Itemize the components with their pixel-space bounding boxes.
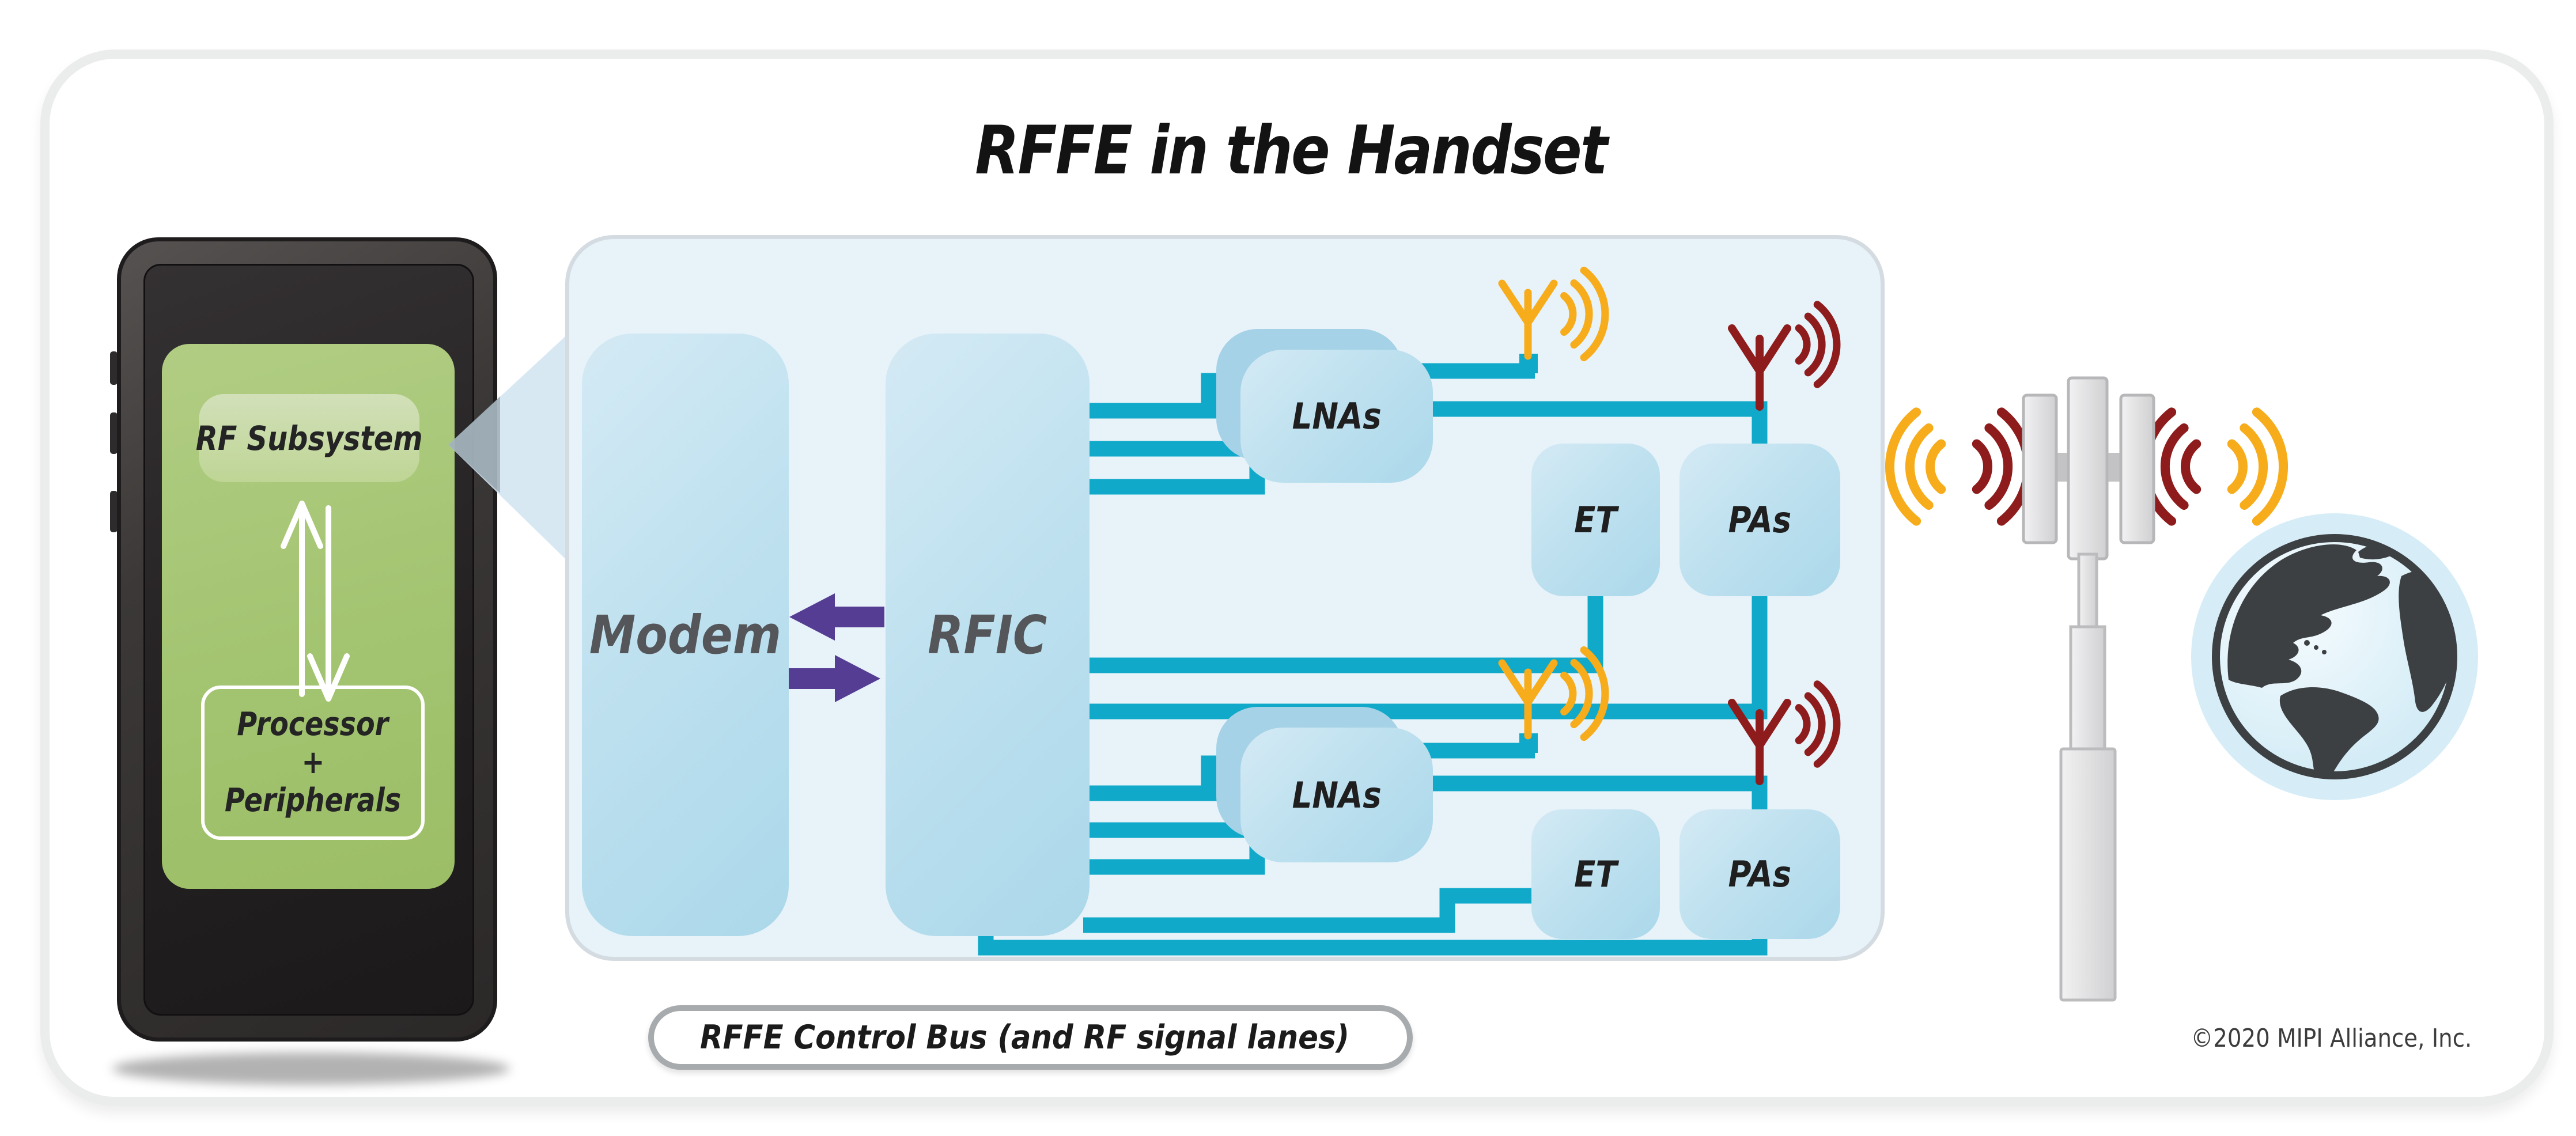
pas-bottom-label: PAs (1728, 853, 1792, 895)
et-top-label: ET (1574, 499, 1617, 541)
peripherals-label: Peripherals (224, 782, 402, 819)
plus-label: + (301, 744, 324, 781)
modem-block: Modem (582, 334, 789, 936)
page-title-text: RFFE in the Handset (975, 111, 1608, 190)
phone-volume-button-2 (110, 412, 118, 454)
legend-label: RFFE Control Bus (and RF signal lanes) (700, 1018, 1349, 1057)
et-bottom-label: ET (1574, 853, 1617, 895)
phone-shadow (112, 1052, 510, 1085)
yellow-antenna-icon (1498, 279, 1558, 740)
rf-subsystem-block: RF Subsystem (196, 394, 422, 482)
et-bottom-block: ET (1531, 809, 1660, 939)
red-antenna-icon (1728, 324, 1791, 785)
yellow-signal-waves-icon (1560, 266, 1609, 741)
pas-bottom-block: PAs (1679, 809, 1840, 939)
bidirectional-arrows-icon (281, 501, 350, 702)
lnas-top-label: LNAs (1292, 395, 1382, 437)
callout-tail (448, 316, 588, 581)
lnas-bottom-label: LNAs (1292, 774, 1382, 816)
processor-label: Processor (237, 706, 389, 743)
globe-icon (2191, 513, 2478, 800)
rfic-label: RFIC (928, 604, 1047, 666)
red-signal-waves-icon (1795, 301, 1841, 768)
page-title: RFFE in the Handset (899, 111, 1682, 190)
legend: RFFE Control Bus (and RF signal lanes) (648, 1005, 1413, 1070)
copyright-notice: ©2020 MIPI Alliance, Inc. (1901, 1021, 2472, 1055)
cell-tower-icon (2022, 376, 2155, 1002)
phone-volume-button-1 (110, 351, 118, 385)
lnas-bottom-block: LNAs (1240, 728, 1433, 862)
lnas-top-block: LNAs (1240, 350, 1433, 483)
et-top-block: ET (1531, 444, 1660, 596)
rf-subsystem-label: RF Subsystem (195, 418, 423, 458)
rfic-block: RFIC (886, 334, 1090, 936)
copyright-text: ©2020 MIPI Alliance, Inc. (2191, 1023, 2472, 1053)
pas-top-label: PAs (1728, 499, 1792, 541)
modem-rfic-arrows-icon (784, 593, 884, 702)
phone-power-button (110, 491, 118, 532)
pas-top-block: PAs (1679, 444, 1840, 596)
processor-peripherals-block: Processor + Peripherals (201, 686, 425, 840)
modem-label: Modem (589, 604, 782, 666)
